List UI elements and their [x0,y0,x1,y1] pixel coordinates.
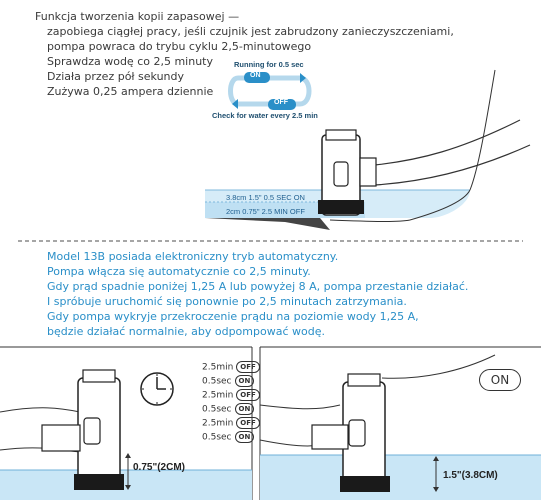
auto-line-4: I spróbuje uruchomić się ponownie po 2,5… [47,295,407,308]
right-level-label: 1.5"(3.8CM) [443,470,498,481]
auto-line-3: Gdy prąd spadnie poniżej 1,25 A lub powy… [47,280,469,293]
auto-line-6: będzie działać normalnie, aby odpompować… [47,325,325,338]
clock-icon [140,372,174,406]
backup-line-3: pompa powraca do trybu cyklu 2,5-minutow… [47,40,312,53]
cycle-off-pill [268,99,296,110]
backup-title: Funkcja tworzenia kopii zapasowej — [35,10,240,23]
backup-line-4: Sprawdza wodę co 2,5 minuty [47,55,213,68]
tank-upper-label: 3.8cm 1.5" 0.5 SEC ON [226,193,305,202]
backup-line-5: Działa przez pół sekundy [47,70,185,83]
cycle-on-label: ON [250,72,261,79]
top-tank [205,69,531,230]
arrow-right-icon [300,73,306,83]
left-level-label: 0.75"(2CM) [133,462,185,473]
cycle-on-pill [244,72,270,83]
bottom-left-tank [0,346,253,500]
bottom-right-tank [259,346,541,500]
arrow-left-icon [232,99,238,109]
on-indicator: ON [479,369,521,391]
tank-lower-label: 2cm 0.75" 2.5 MIN OFF [226,207,305,216]
backup-line-6: Zużywa 0,25 ampera dziennie [47,85,214,98]
cycle-diagram [228,72,312,110]
backup-line-2: zapobiega ciągłej pracy, jeśli czujnik j… [47,25,454,38]
cycle-off-label: OFF [274,99,288,106]
running-label: Running for 0.5 sec [234,60,304,69]
check-label: Check for water every 2.5 min [212,111,318,120]
auto-line-1: Model 13B posiada elektroniczny tryb aut… [47,250,339,263]
auto-line-5: Gdy pompa wykryje przekroczenie prądu na… [47,310,419,323]
auto-line-2: Pompa włącza się automatycznie co 2,5 mi… [47,265,311,278]
